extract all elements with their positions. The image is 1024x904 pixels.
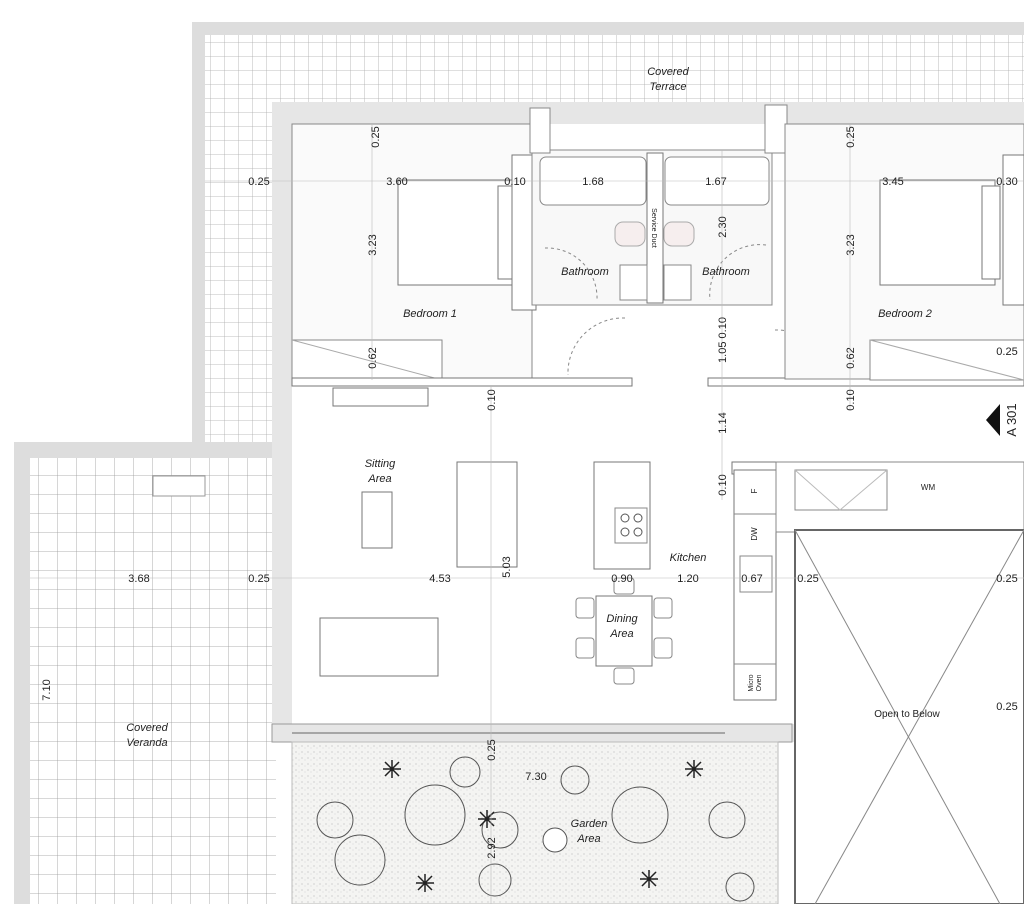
dimension: 3.23 xyxy=(845,234,857,255)
garden-area xyxy=(291,741,779,904)
dimension: 2.92 xyxy=(486,837,498,858)
room-label-covered-veranda-1: Covered xyxy=(126,722,168,734)
dimension: 0.25 xyxy=(248,573,269,585)
horizontal-dimensions: 0.25 3.60 0.10 1.68 1.67 3.45 0.30 0.25 … xyxy=(128,176,1017,783)
dimension: 1.20 xyxy=(677,573,698,585)
room-label-garden-area-1: Garden xyxy=(571,818,608,830)
label-micro-2: Oven xyxy=(756,675,763,692)
room-label-dining-area-2: Area xyxy=(609,628,633,640)
room-label-bedroom-2: Bedroom 2 xyxy=(878,308,932,320)
dimension: 0.90 xyxy=(611,573,632,585)
room-label-sitting-area-1: Sitting xyxy=(365,458,396,470)
room-label-dining-area-1: Dining xyxy=(606,613,638,625)
room-label-bathroom-2: Bathroom xyxy=(702,266,750,278)
dimension: 7.10 xyxy=(41,679,53,700)
dimension: 0.10 xyxy=(504,176,525,188)
dimension: 2.30 xyxy=(717,216,729,237)
section-marker-label: A 301 xyxy=(1004,403,1019,436)
dimension: 0.62 xyxy=(845,347,857,368)
dimension: 4.53 xyxy=(429,573,450,585)
dimension: 3.45 xyxy=(882,176,903,188)
room-label-bedroom-1: Bedroom 1 xyxy=(403,308,457,320)
dimension: 0.10 xyxy=(486,389,498,410)
dimension: 0.67 xyxy=(741,573,762,585)
dimension: 5.03 xyxy=(501,556,513,577)
dimension-lines xyxy=(30,124,1024,904)
dimension: 0.25 xyxy=(370,126,382,147)
dimension: 0.30 xyxy=(996,176,1017,188)
room-label-open-to-below: Open to Below xyxy=(874,709,940,720)
room-label-covered-veranda-2: Veranda xyxy=(126,737,167,749)
room-label-covered-terrace-2: Terrace xyxy=(650,81,687,93)
dimension: 0.25 xyxy=(996,701,1017,713)
label-washing-machine: WM xyxy=(921,483,936,492)
section-marker-arrow-icon xyxy=(986,404,1000,436)
room-label-bathroom-1: Bathroom xyxy=(561,266,609,278)
covered-veranda-floor xyxy=(14,442,276,904)
dimension: 0.10 xyxy=(845,389,857,410)
room-label-garden-area-2: Area xyxy=(576,833,600,845)
room-label-kitchen: Kitchen xyxy=(670,552,707,564)
label-dishwasher: DW xyxy=(750,527,759,541)
label-service-duct: Service Duct xyxy=(650,208,657,248)
dimension: 0.25 xyxy=(486,739,498,760)
label-micro-1: Micro xyxy=(748,674,755,691)
room-label-covered-terrace-1: Covered xyxy=(647,66,689,78)
dimension: 3.68 xyxy=(128,573,149,585)
dimension: 3.60 xyxy=(386,176,407,188)
dimension: 1.14 xyxy=(717,412,729,433)
dimension: 0.25 xyxy=(996,573,1017,585)
dimension: 0.25 xyxy=(845,126,857,147)
dimension: 1.05 0.10 xyxy=(717,317,729,363)
label-fridge: F xyxy=(750,488,759,493)
room-label-sitting-area-2: Area xyxy=(367,473,391,485)
dimension: 1.68 xyxy=(582,176,603,188)
vertical-dimensions: 0.25 3.23 0.62 0.10 2.30 1.05 0.10 1.14 … xyxy=(41,126,857,858)
dimension: 0.62 xyxy=(367,347,379,368)
dimension: 7.30 xyxy=(525,771,546,783)
apartment-walls xyxy=(271,102,1024,904)
dimension: 0.25 xyxy=(797,573,818,585)
dimension: 3.23 xyxy=(367,234,379,255)
dimension: 0.25 xyxy=(996,346,1017,358)
dimension: 0.10 xyxy=(717,474,729,495)
dimension: 1.67 xyxy=(705,176,726,188)
dimension: 0.25 xyxy=(248,176,269,188)
